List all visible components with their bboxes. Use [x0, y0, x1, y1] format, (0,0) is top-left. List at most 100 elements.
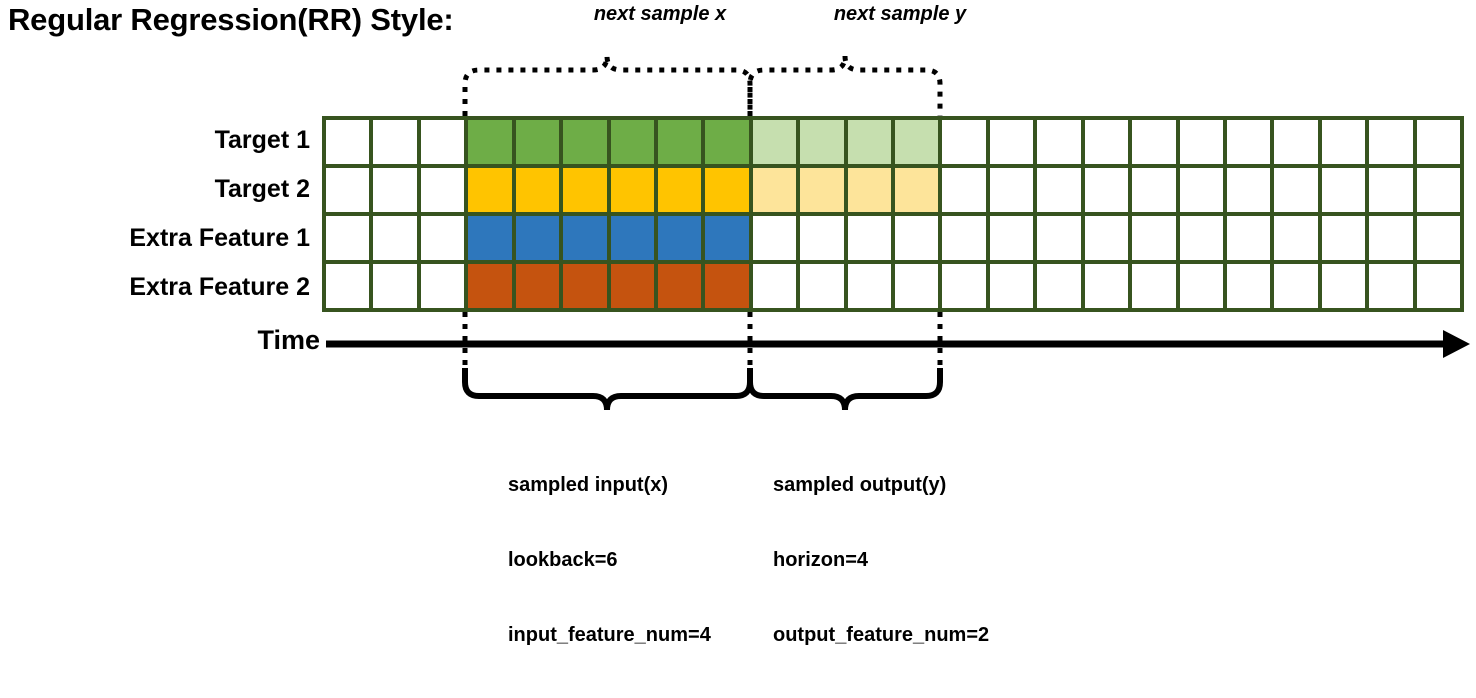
grid-cell	[752, 120, 797, 164]
grid-cell	[326, 264, 370, 308]
grid-cell	[657, 120, 702, 164]
row-label-target-2: Target 2	[214, 175, 310, 203]
grid-cell	[468, 120, 512, 164]
row-label-extra-feature-1: Extra Feature 1	[129, 224, 310, 252]
grid-cell	[1226, 120, 1271, 164]
grid-cell	[373, 168, 417, 212]
grid-cell	[1321, 120, 1366, 164]
grid-cell	[1132, 120, 1176, 164]
grid-cell	[326, 120, 370, 164]
grid-cell	[895, 216, 939, 260]
grid-cell	[1037, 120, 1081, 164]
grid-cell	[468, 216, 512, 260]
grid-cell	[800, 120, 844, 164]
grid-cell	[373, 264, 417, 308]
grid-cell	[420, 120, 465, 164]
grid-cell	[1132, 264, 1176, 308]
grid-cell	[989, 120, 1034, 164]
grid-cell	[657, 264, 702, 308]
grid-cell	[1416, 264, 1460, 308]
grid-cell	[1132, 216, 1176, 260]
grid-cell	[895, 120, 939, 164]
grid-cell	[1226, 264, 1271, 308]
grid-cell	[1037, 264, 1081, 308]
grid-cell	[515, 216, 560, 260]
grid-cell	[895, 264, 939, 308]
grid-cell	[800, 168, 844, 212]
grid-cell	[847, 216, 891, 260]
grid-cell	[989, 168, 1034, 212]
grid-cell	[752, 264, 797, 308]
grid-cell	[420, 216, 465, 260]
grid-cell	[1416, 216, 1460, 260]
annotation-output-line-1: sampled output(y)	[773, 474, 947, 496]
grid-cell	[563, 168, 607, 212]
grid-cell	[942, 168, 986, 212]
grid-cell	[468, 168, 512, 212]
grid-cell	[705, 120, 749, 164]
grid-cell	[515, 120, 560, 164]
grid-cell	[847, 264, 891, 308]
grid-cell	[1321, 264, 1366, 308]
annotation-output-line-3: output_feature_num=2	[773, 624, 990, 646]
grid-cell	[1179, 120, 1223, 164]
grid-cell	[752, 216, 797, 260]
dotted-brace-next-sample-y	[747, 55, 943, 116]
annotation-input-line-1: sampled input(x)	[508, 474, 669, 496]
grid-cell	[1084, 168, 1129, 212]
grid-cell	[1416, 168, 1460, 212]
grid-cell	[515, 168, 560, 212]
grid-cell	[1416, 120, 1460, 164]
grid-cell	[515, 264, 560, 308]
annotation-input-line-3: input_feature_num=4	[508, 624, 711, 646]
dotted-brace-next-sample-x	[462, 55, 753, 116]
grid-cell	[1369, 168, 1413, 212]
annotation-output-line-2: horizon=4	[773, 549, 869, 571]
grid-cell	[752, 168, 797, 212]
grid-cell	[942, 216, 986, 260]
grid-cell	[1084, 264, 1129, 308]
grid-cell	[563, 120, 607, 164]
grid-cell	[989, 216, 1034, 260]
grid-cell	[1179, 168, 1223, 212]
grid-cell	[657, 168, 702, 212]
grid-cell	[468, 264, 512, 308]
grid-cell	[610, 120, 654, 164]
brace-sampled-output	[747, 368, 943, 411]
label-next-sample-y: next sample y	[833, 3, 967, 25]
grid-cell	[610, 216, 654, 260]
grid-cell	[610, 168, 654, 212]
grid-cell	[895, 168, 939, 212]
grid-cell	[1226, 168, 1271, 212]
grid-cell	[326, 216, 370, 260]
grid-cell	[989, 264, 1034, 308]
grid-cell	[1321, 216, 1366, 260]
grid-cell	[420, 264, 465, 308]
grid-cell	[705, 264, 749, 308]
grid-cell	[1274, 216, 1318, 260]
grid-cell	[373, 216, 417, 260]
grid-cell	[1037, 216, 1081, 260]
grid-cell	[847, 120, 891, 164]
grid-cell	[563, 264, 607, 308]
grid-cell	[1226, 216, 1271, 260]
time-axis-label: Time	[257, 325, 320, 355]
grid-cell	[373, 120, 417, 164]
grid-cell	[942, 264, 986, 308]
grid-cell	[610, 264, 654, 308]
grid-cell	[1321, 168, 1366, 212]
timeline-grid	[322, 116, 1464, 312]
grid-cell	[847, 168, 891, 212]
grid-cell	[1274, 168, 1318, 212]
grid-cell	[942, 120, 986, 164]
row-label-extra-feature-2: Extra Feature 2	[129, 273, 310, 301]
brace-sampled-input	[462, 368, 753, 411]
grid-cell	[563, 216, 607, 260]
grid-cell	[1084, 120, 1129, 164]
grid-cell	[1369, 264, 1413, 308]
grid-cell	[1274, 120, 1318, 164]
grid-cell	[1179, 216, 1223, 260]
grid-cell	[1369, 216, 1413, 260]
grid-cell	[657, 216, 702, 260]
grid-cell	[705, 216, 749, 260]
